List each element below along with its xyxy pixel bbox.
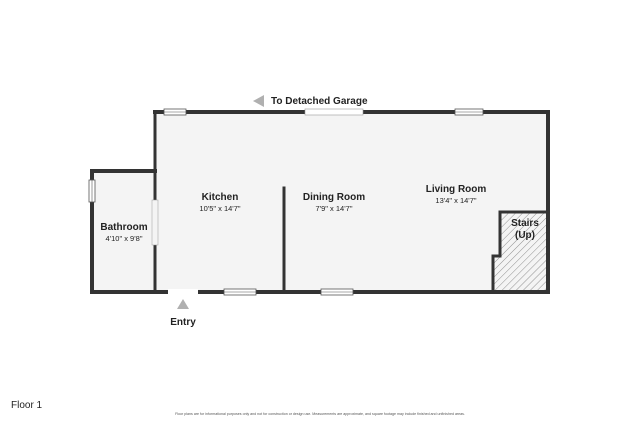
opening-top-center — [304, 108, 364, 116]
windows — [88, 108, 484, 296]
bathroom-name: Bathroom — [100, 222, 147, 233]
entry-door-gap — [168, 289, 198, 295]
entry-arrow-icon — [177, 299, 189, 309]
opening-kitchen-bathroom — [151, 199, 159, 246]
bathroom-dims: 4'10" x 9'8" — [106, 234, 143, 243]
kitchen-dims: 10'5" x 14'7" — [199, 204, 240, 213]
floor-label: Floor 1 — [11, 400, 43, 411]
garage-label: To Detached Garage — [271, 96, 368, 107]
main-floor-area — [155, 112, 548, 292]
living-name: Living Room — [426, 184, 487, 195]
bathroom-floor-area — [92, 171, 155, 292]
stairs-direction: (Up) — [515, 230, 535, 241]
stairs-name: Stairs — [511, 218, 539, 229]
stairs-hatch — [493, 212, 548, 292]
garage-arrow-icon — [253, 95, 264, 107]
dining-name: Dining Room — [303, 192, 365, 203]
kitchen-name: Kitchen — [202, 192, 239, 203]
dining-dims: 7'9" x 14'7" — [316, 204, 353, 213]
entry-label: Entry — [170, 317, 196, 328]
living-dims: 13'4" x 14'7" — [435, 196, 476, 205]
disclaimer: Floor plans are for informational purpos… — [175, 412, 465, 416]
